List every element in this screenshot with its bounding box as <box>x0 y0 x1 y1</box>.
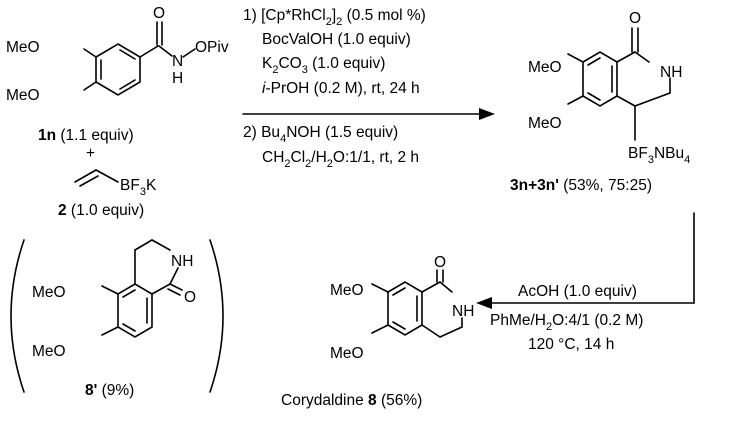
condition-1-line6: CH2Cl2/H2O:1/1, rt, 2 h <box>262 149 419 170</box>
vinyl-bf3k-structure <box>74 169 119 187</box>
bf3k-label: BF3K <box>120 177 157 198</box>
condition-1-line5: 2) Bu4NOH (1.5 equiv) <box>243 124 398 145</box>
nh-label: NH <box>452 303 474 320</box>
carbonyl-o-label: O <box>629 10 641 27</box>
ome-bottom-label: MeO <box>330 345 364 362</box>
carbonyl-o-label: O <box>153 5 165 22</box>
ome-top-label: MeO <box>6 39 40 56</box>
ome-bottom-label: MeO <box>6 87 40 104</box>
reaction-arrow-1 <box>242 108 495 120</box>
ome-top-label: MeO <box>528 59 562 76</box>
condition-1-line4: i-PrOH (0.2 M), rt, 24 h <box>262 80 420 97</box>
plus-sign: + <box>86 145 95 162</box>
nh-label: NH <box>171 253 193 270</box>
corydaldine-8-label: Corydaldine 8 (56%) <box>281 392 422 409</box>
substrate-1n-structure <box>83 21 196 96</box>
compound-8prime-structure <box>101 239 183 338</box>
bf3nbu4-label: BF3NBu4 <box>628 145 690 166</box>
ome-top-label: MeO <box>32 284 66 301</box>
nh-label: NH <box>660 64 682 81</box>
compound-8prime-label: 8' (9%) <box>85 382 134 399</box>
carbonyl-o-label: O <box>184 289 196 306</box>
ome-top-label: MeO <box>330 282 364 299</box>
compound-3n-label: 3n+3n' (53%, 75:25) <box>510 177 652 194</box>
amide-n-label: N <box>172 53 183 70</box>
ome-bottom-label: MeO <box>32 343 66 360</box>
ome-bottom-label: MeO <box>528 115 562 132</box>
condition-2-line2: PhMe/H2O:4/1 (0.2 M) <box>490 312 643 333</box>
condition-1-line3: K2CO3 (1.0 equiv) <box>262 55 385 76</box>
carbonyl-o-label: O <box>434 254 446 271</box>
compound-2-label: 2 (1.0 equiv) <box>58 202 144 219</box>
parentheses <box>10 239 224 393</box>
reaction-arrow-2 <box>476 212 695 309</box>
condition-2-line1: AcOH (1.0 equiv) <box>518 283 637 300</box>
product-3n-structure <box>567 27 671 141</box>
corydaldine-8-structure <box>371 269 463 338</box>
opiv-label: OPiv <box>195 39 229 56</box>
condition-1-line2: BocValOH (1.0 equiv) <box>262 31 411 48</box>
compound-1n-label: 1n (1.1 equiv) <box>38 127 134 144</box>
amide-h-label: H <box>172 70 183 87</box>
condition-2-line3: 120 °C, 14 h <box>528 336 614 353</box>
condition-1-line1: 1) [Cp*RhCl2]2 (0.5 mol %) <box>243 7 426 28</box>
